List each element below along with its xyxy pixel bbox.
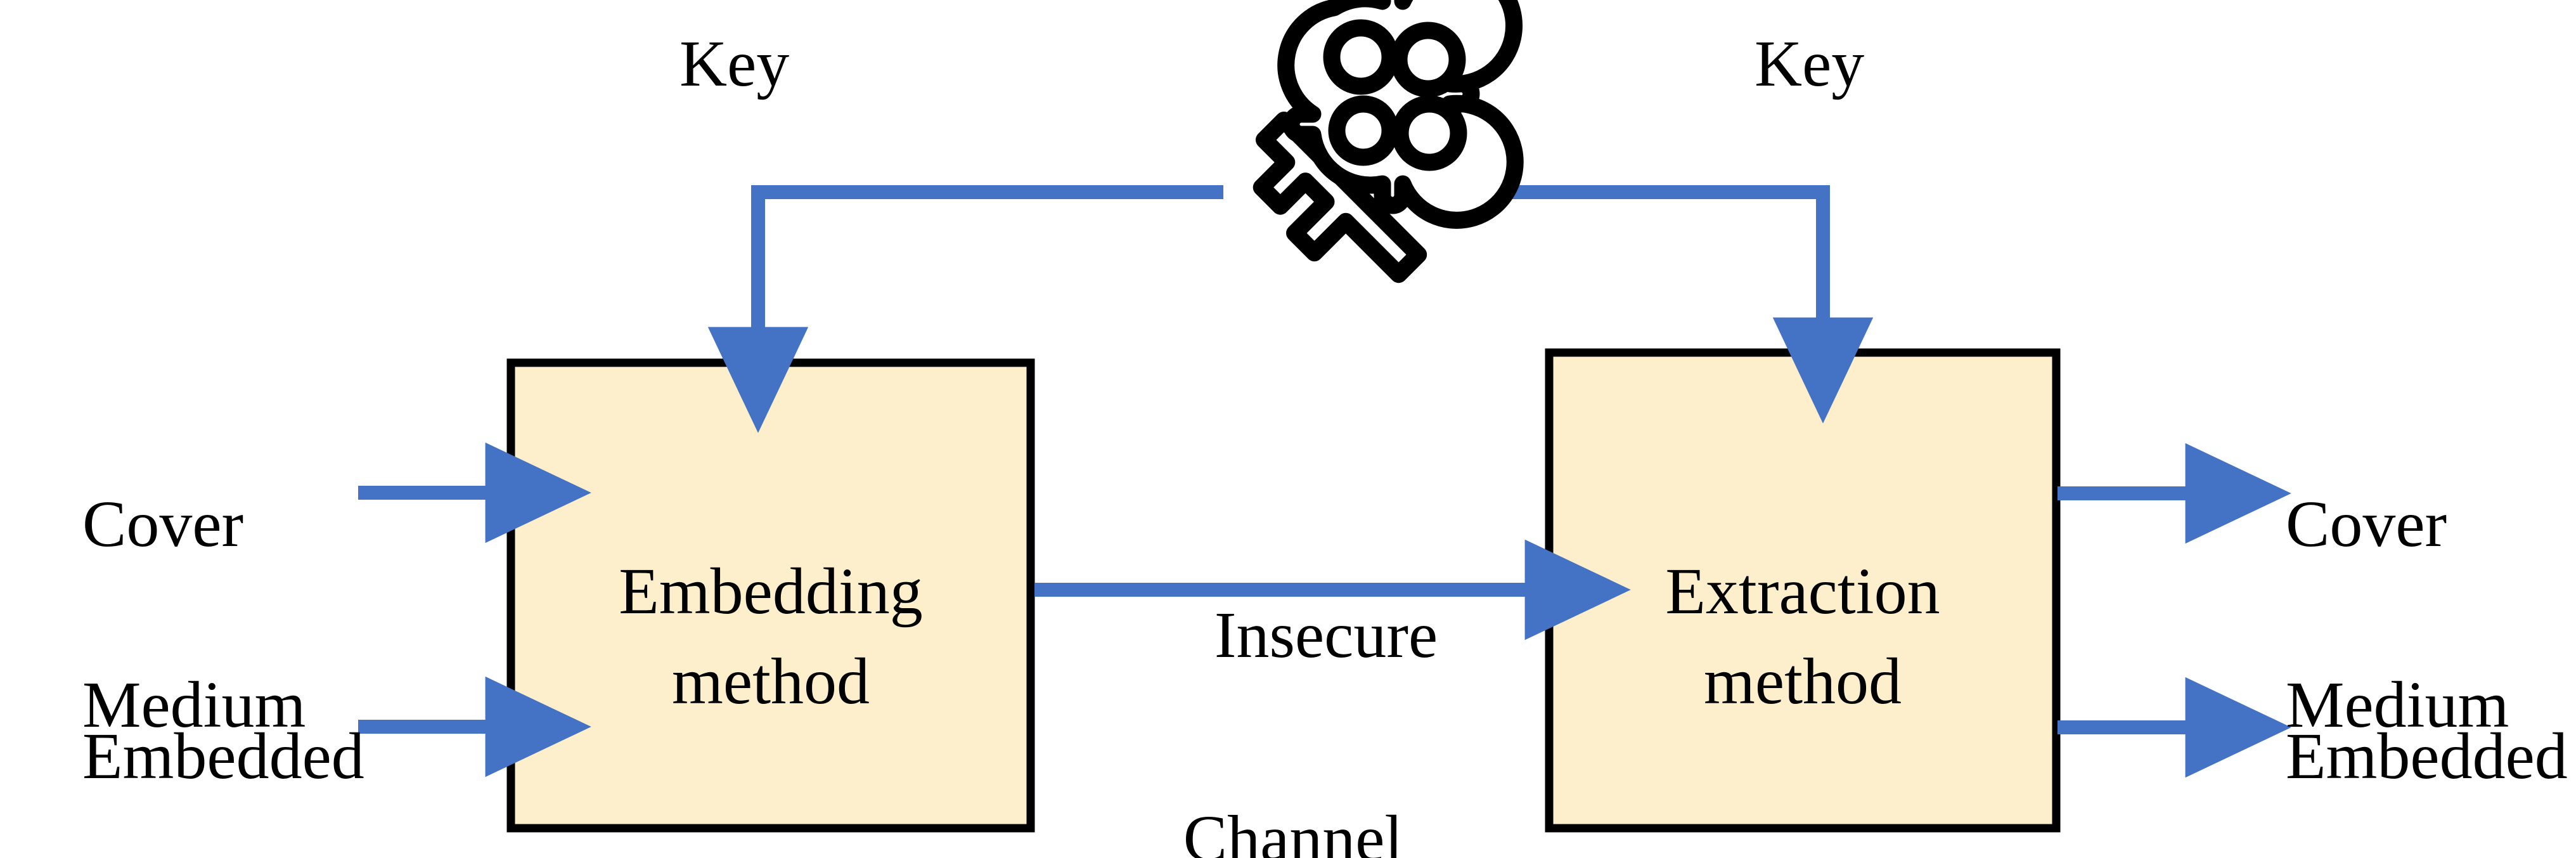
label-insecure-channel-line2: Channel bbox=[1183, 802, 1403, 858]
extraction-method-label: Extraction method bbox=[1549, 547, 2056, 727]
connector-key-to-embedding bbox=[707, 185, 1223, 433]
embedding-method-label-line2: method bbox=[672, 645, 870, 718]
label-cover-medium-input-line2: Medium bbox=[82, 668, 306, 742]
connector-key-to-extraction bbox=[1386, 185, 1874, 424]
label-cover-medium-input-line1: Cover bbox=[82, 488, 244, 561]
label-cover-medium-input: Cover Medium bbox=[16, 389, 306, 841]
label-key-left: Key bbox=[679, 27, 790, 100]
label-embedded-message-output-line1: Embedded bbox=[2286, 720, 2568, 793]
key-icon bbox=[1253, 111, 1427, 283]
label-cover-medium-output-line1: Cover bbox=[2286, 488, 2447, 561]
label-cover-medium-output-line2: Medium bbox=[2286, 668, 2509, 742]
extraction-method-label-line1: Extraction bbox=[1665, 555, 1940, 628]
label-embedded-message-input-line1: Embedded bbox=[82, 720, 364, 793]
extraction-method-label-line2: method bbox=[1704, 645, 1902, 718]
label-key-right: Key bbox=[1755, 27, 1865, 100]
embedding-method-label: Embedding method bbox=[511, 547, 1031, 727]
key-bow bbox=[1277, 0, 1524, 229]
label-cover-medium-output: Cover Medium bbox=[2220, 389, 2509, 841]
label-insecure-channel: Insecure Channel bbox=[1116, 500, 1471, 858]
embedding-method-label-line1: Embedding bbox=[619, 555, 923, 628]
label-insecure-channel-line1: Insecure bbox=[1214, 599, 1438, 672]
label-embedded-message-output: Embedded Message bbox=[2220, 621, 2568, 858]
label-embedded-message-input: Embedded Message bbox=[16, 621, 364, 858]
extraction-method-box[interactable] bbox=[1545, 348, 2061, 833]
embedding-method-box[interactable] bbox=[506, 358, 1035, 833]
